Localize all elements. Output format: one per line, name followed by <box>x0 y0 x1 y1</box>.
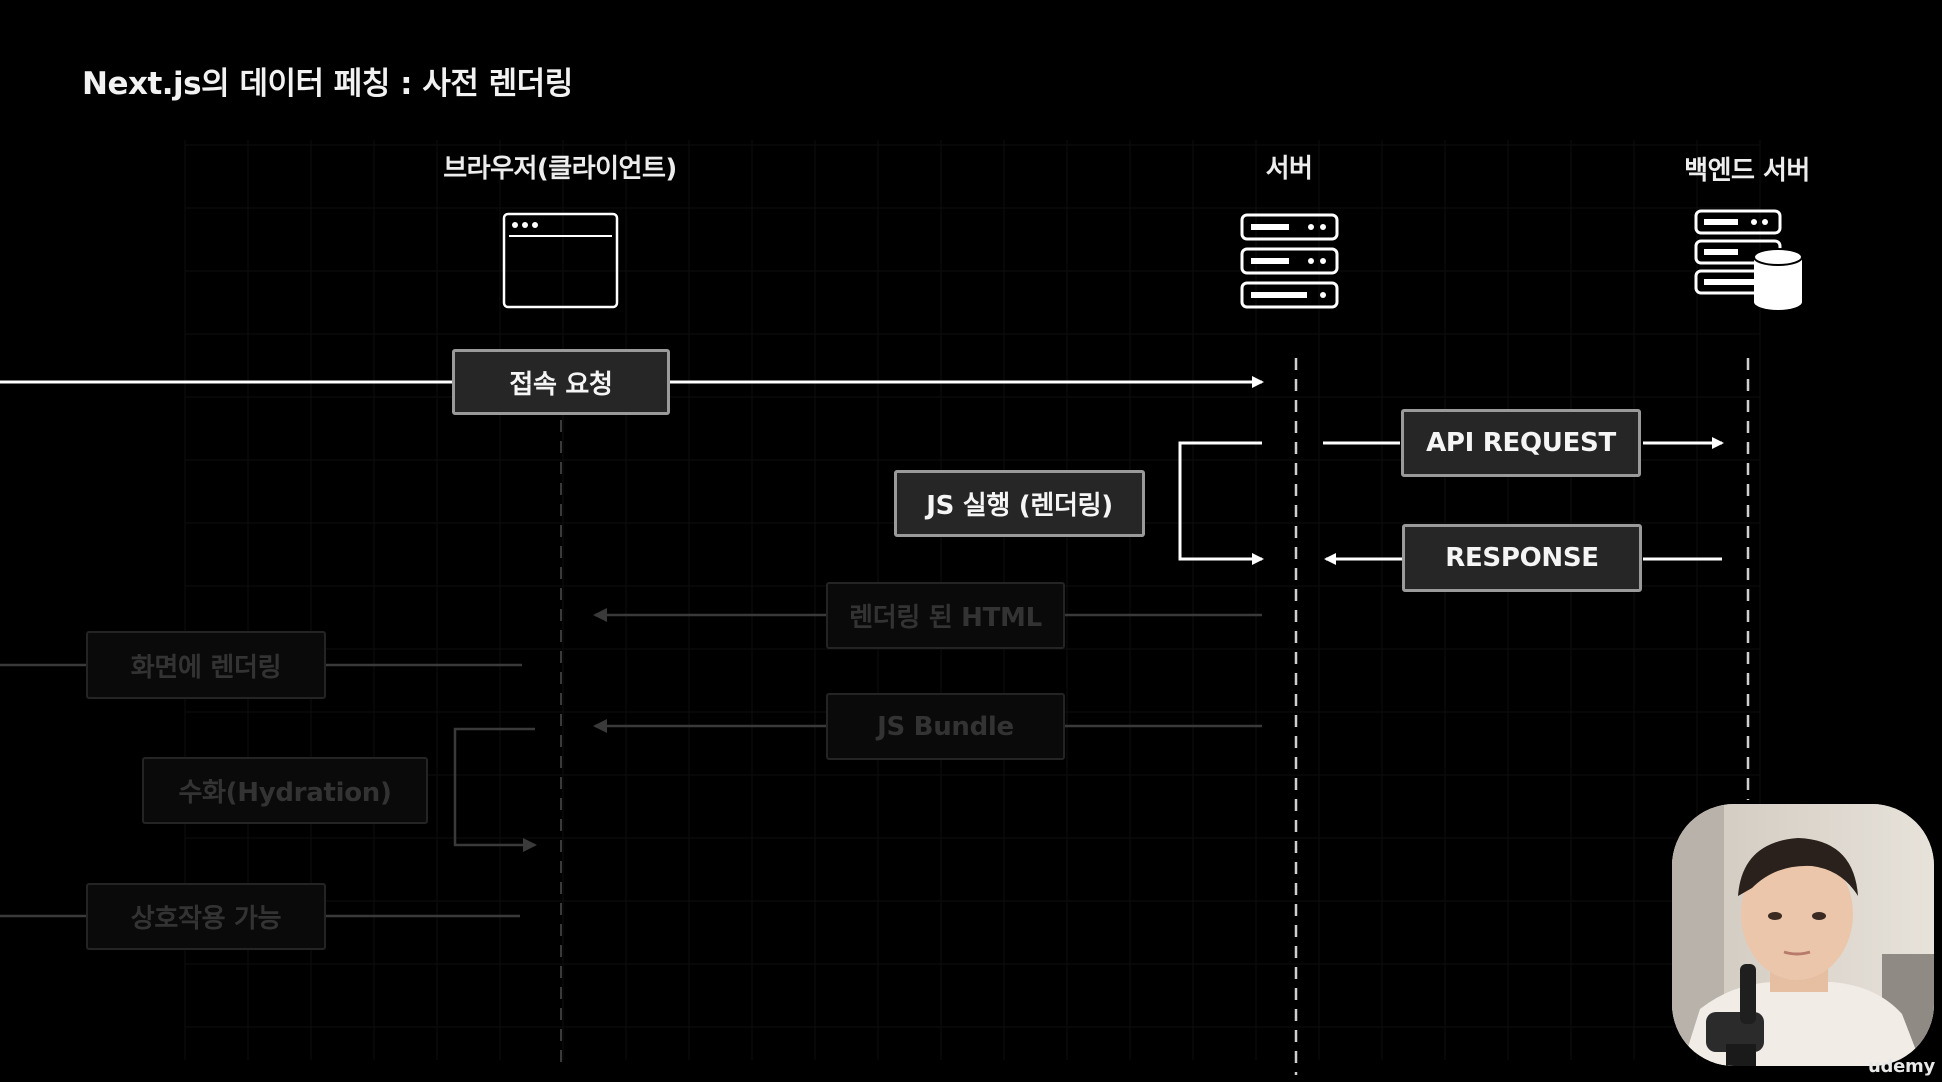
rendered-html-box: 렌더링 된 HTML <box>826 582 1065 649</box>
api-request-box: API REQUEST <box>1401 409 1641 477</box>
render-screen-box: 화면에 렌더링 <box>86 631 326 699</box>
server-column-label: 서버 <box>1265 154 1313 184</box>
js-bundle-box: JS Bundle <box>826 693 1065 760</box>
backend-column-label: 백엔드 서버 <box>1684 156 1810 186</box>
slide-title: Next.js의 데이터 페칭 : 사전 렌더링 <box>82 66 573 102</box>
response-box: RESPONSE <box>1402 524 1642 592</box>
hydration-bracket-arrow <box>453 727 537 852</box>
browser-column-label: 브라우저(클라이언트) <box>443 154 677 184</box>
connect-request-box: 접속 요청 <box>452 349 670 415</box>
js-execute-bracket-arrow <box>1178 441 1264 565</box>
server-rack-icon <box>1240 213 1339 309</box>
browser-window-icon <box>502 212 619 309</box>
udemy-watermark: udemy <box>1868 1056 1935 1077</box>
js-execute-box: JS 실행 (렌더링) <box>894 470 1145 537</box>
presenter-webcam <box>1672 804 1934 1066</box>
server-database-icon <box>1694 209 1803 310</box>
hydration-box: 수화(Hydration) <box>142 757 428 824</box>
interactive-box: 상호작용 가능 <box>86 883 326 950</box>
